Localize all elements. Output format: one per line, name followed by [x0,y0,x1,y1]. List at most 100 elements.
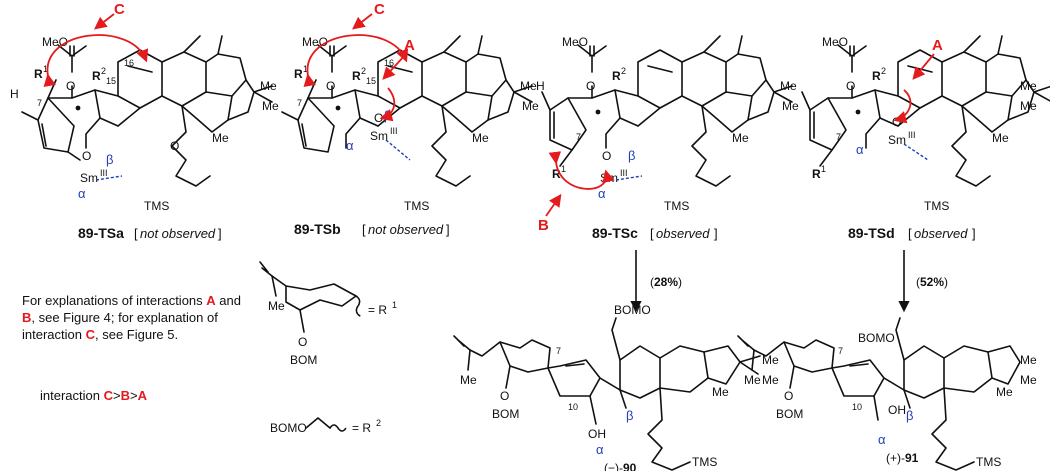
svg-text:BOM: BOM [492,407,519,421]
product-90-structure: Me O BOM BOMO 7 10 OH α β Me Me Me TMS [453,303,779,471]
svg-text:β: β [628,148,635,163]
svg-text:2: 2 [376,418,381,428]
svg-text:BOMO: BOMO [270,421,307,435]
svg-text:Sm: Sm [370,129,388,143]
svg-text:[: [ [650,226,654,241]
ts-c-structure [541,35,793,187]
svg-text:]: ] [446,222,450,237]
svg-text:TMS: TMS [976,455,1001,469]
svg-text:7: 7 [838,346,843,356]
svg-text:BOMO: BOMO [858,331,895,345]
svg-text:Me: Me [212,131,229,145]
svg-text:15: 15 [366,76,376,86]
svg-text:O: O [374,111,383,125]
ts-d-caption: 89-TSd [ observed ] [848,225,976,241]
svg-text:16: 16 [384,58,394,68]
ts-a-labels: MeO O R 1 R 2 15 16 7 H O Sm III β α TMS… [10,35,279,213]
svg-text:89-TSa: 89-TSa [78,225,124,241]
r2-fragment: BOMO = R 2 [270,417,381,435]
svg-text:O: O [602,149,611,163]
svg-text:O: O [784,389,793,403]
svg-text:R: R [92,69,101,83]
svg-text:7: 7 [836,132,841,142]
svg-text:TMS: TMS [144,199,169,213]
svg-text:III: III [908,130,916,140]
svg-text:not observed: not observed [368,222,444,237]
svg-text:BOMO: BOMO [614,303,651,317]
svg-text:Me: Me [460,373,477,387]
svg-text:= R: = R [352,421,371,435]
svg-text:MeO: MeO [562,35,588,49]
chelation-dash [903,143,929,161]
svg-text:Me: Me [1020,79,1037,93]
ts-a-caption: 89-TSa [ not observed ] [78,225,222,241]
interaction-a-label: A [404,37,415,54]
svg-text:10: 10 [852,402,862,412]
svg-text:]: ] [218,226,222,241]
yield-d: (52%) [916,275,948,289]
svg-text:TMS: TMS [664,199,689,213]
svg-text:7: 7 [37,98,42,108]
svg-text:O: O [326,79,335,93]
svg-text:H: H [536,79,545,93]
svg-text:= R: = R [368,303,387,317]
ts-b-structure [281,35,533,187]
svg-text:Me: Me [472,131,489,145]
svg-text:O: O [66,79,75,93]
svg-text:O: O [82,149,91,163]
svg-text:2: 2 [881,66,886,76]
svg-text:O: O [500,389,509,403]
svg-text:not observed: not observed [140,226,216,241]
svg-text:[: [ [362,222,366,237]
svg-text:O: O [586,79,595,93]
svg-text:89-TSb: 89-TSb [294,221,341,237]
svg-text:observed: observed [656,226,710,241]
svg-text:β: β [106,152,113,167]
interaction-c-label: C [114,1,125,18]
svg-text:R: R [352,69,361,83]
svg-text:7: 7 [297,98,302,108]
svg-text:Me: Me [762,373,779,387]
ts-a-structure [21,35,273,187]
yield-c: (28%) [650,275,682,289]
svg-text:Me: Me [712,385,729,399]
svg-text:Me: Me [732,131,749,145]
svg-text:Sm: Sm [888,133,906,147]
svg-text:1: 1 [392,300,397,310]
svg-text:Me: Me [520,79,537,93]
svg-text:III: III [100,168,108,178]
svg-text:β: β [626,408,633,423]
svg-text:MeO: MeO [42,35,68,49]
svg-text:O: O [846,79,855,93]
svg-text:Me: Me [1020,99,1037,113]
radical-dot [335,105,341,111]
svg-text:10: 10 [568,402,578,412]
svg-text:α: α [856,142,864,157]
svg-text:α: α [346,138,354,153]
svg-text:2: 2 [361,66,366,76]
svg-text:O: O [892,115,901,129]
ts-c-caption: 89-TSc [ observed ] [592,225,718,241]
svg-text:H: H [10,87,19,101]
ts-b-labels: MeO O R 1 R 2 15 16 7 O Sm III β α TMS M… [294,35,539,213]
svg-text:]: ] [972,226,976,241]
svg-text:Me: Me [268,299,285,313]
svg-text:TMS: TMS [692,455,717,469]
svg-text:BOM: BOM [776,407,803,421]
svg-text:Sm: Sm [80,171,98,185]
svg-text:MeO: MeO [302,35,328,49]
svg-text:R: R [872,69,881,83]
chelation-dash [615,175,643,181]
chelation-dash [95,175,123,181]
svg-text:R: R [34,67,43,81]
svg-text:[: [ [908,226,912,241]
svg-text:Me: Me [992,131,1009,145]
svg-text:15: 15 [106,76,116,86]
svg-text:Sm: Sm [600,171,618,185]
svg-text:Me: Me [996,385,1013,399]
svg-text:O: O [170,139,179,153]
svg-text:TMS: TMS [404,199,429,213]
svg-text:Me: Me [522,99,539,113]
interaction-explanation: For explanations of interactions A and B… [22,293,241,342]
